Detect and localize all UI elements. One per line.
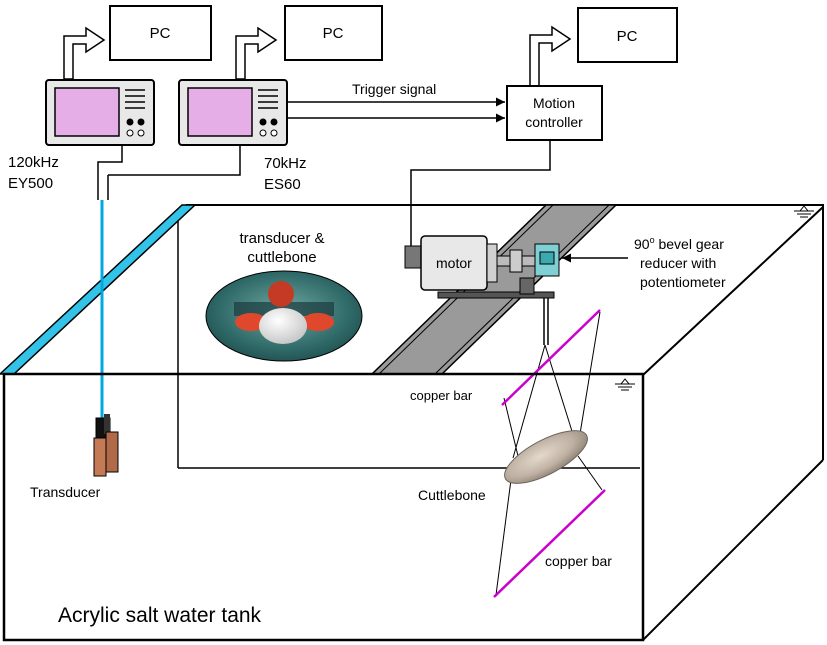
water-level-icon [615, 378, 635, 391]
sounder1-freq-label: 120kHz [8, 154, 59, 171]
motion-controller-label-1: Motion [533, 95, 575, 111]
copper-bar-bottom-label: copper bar [545, 553, 612, 569]
gear-label-1-rest: bevel gear [655, 236, 725, 252]
cuttlebone-label: Cuttlebone [418, 487, 486, 503]
suspension [495, 311, 603, 596]
motion-controller-label-2: controller [525, 114, 583, 130]
sounder2-model-label: ES60 [264, 176, 301, 193]
pc-box-2: PC [284, 5, 383, 61]
echosounder-icon [178, 79, 288, 146]
inset-label-1: transducer & [239, 230, 324, 247]
transducer-icon [93, 414, 119, 477]
tank-back [177, 204, 824, 641]
transducer-label: Transducer [30, 484, 101, 500]
water-level-icon [794, 205, 814, 218]
gear-label-3: potentiometer [640, 274, 726, 290]
pc-box-1: PC [109, 5, 212, 61]
tank-label: Acrylic salt water tank [58, 604, 262, 627]
cuttlebone-shape [504, 430, 588, 484]
sounder2-freq-label: 70kHz [264, 155, 307, 172]
gear-label-1: 90o bevel gear [634, 235, 724, 252]
upload-arrow-icon [529, 25, 572, 87]
copper-bar-top-label: copper bar [410, 388, 473, 403]
pc-label-3: PC [617, 28, 638, 45]
motion-controller-box: Motion controller [506, 85, 603, 141]
sounder1-model-label: EY500 [8, 175, 53, 192]
motor-icon: motor [404, 235, 560, 345]
echosounder-icon [45, 79, 155, 146]
copper-bar-top [501, 309, 601, 406]
pc-label-2: PC [323, 25, 344, 42]
upload-arrow-icon [235, 26, 278, 80]
pc-box-3: PC [577, 7, 678, 63]
trigger-lines [287, 97, 505, 123]
upload-arrow-icon [63, 26, 106, 80]
rail [370, 204, 618, 375]
tank-front [2, 372, 645, 642]
trigger-signal-label: Trigger signal [352, 81, 436, 97]
gear-degree: 90 [634, 236, 650, 252]
wiring [97, 140, 551, 250]
inset-photo [205, 270, 363, 362]
pc-label-1: PC [150, 25, 171, 42]
motor-label: motor [436, 255, 472, 271]
gear-label-2: reducer with [640, 255, 716, 271]
gear-degree-sup: o [650, 235, 655, 245]
inset-label-2: cuttlebone [247, 249, 316, 266]
copper-bar-bottom [493, 489, 606, 598]
tank-left-wall [0, 204, 197, 375]
